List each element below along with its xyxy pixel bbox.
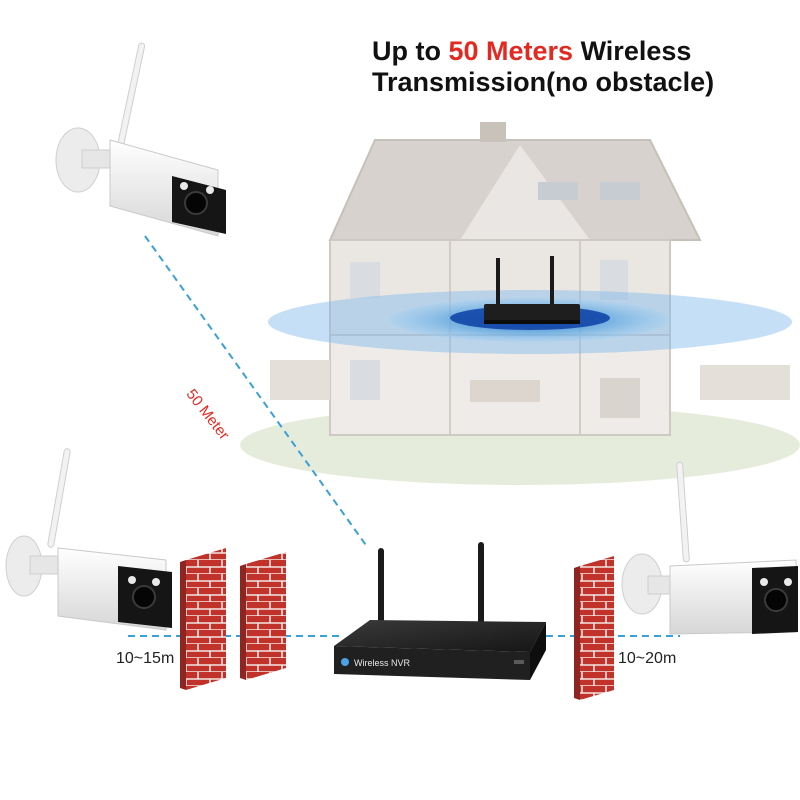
distance-label-left: 10~15m	[116, 650, 175, 667]
camera-right	[621, 461, 798, 635]
house-furniture	[600, 378, 640, 418]
main-nvr: Wireless NVR	[334, 542, 546, 680]
brick-wall-1	[186, 548, 226, 690]
chimney	[480, 122, 506, 142]
camera-left	[5, 448, 172, 631]
house-window	[350, 360, 380, 400]
nvr-logo-icon	[341, 658, 349, 666]
headline-line-1: Up to 50 Meters Wireless	[372, 36, 792, 67]
dashed-line-diagonal	[144, 235, 369, 549]
nvr-label: Wireless NVR	[354, 658, 411, 668]
dormer-window	[600, 182, 640, 200]
brick-wall-2-side	[240, 564, 246, 680]
headline-line-2: Transmission(no obstacle)	[372, 67, 715, 97]
nvr-antenna-left	[378, 548, 384, 632]
distance-label-right: 10~20m	[618, 650, 677, 667]
brick-wall-3-side	[574, 566, 580, 700]
garden-fence	[270, 360, 330, 400]
brick-wall-2	[246, 552, 286, 680]
house-illustration	[240, 122, 800, 485]
headline-suffix: Wireless	[573, 36, 692, 66]
dormer-window	[538, 182, 578, 200]
camera-top-left	[55, 42, 226, 237]
brick-wall-1-side	[180, 560, 186, 690]
house-window	[350, 262, 380, 298]
headline-prefix: Up to	[372, 36, 449, 66]
house-furniture	[470, 380, 540, 402]
house-window	[600, 260, 628, 300]
headline: Up to 50 Meters Wireless Transmission(no…	[372, 36, 792, 98]
brick-walls	[180, 548, 614, 700]
garden-fence	[700, 365, 790, 400]
nvr-indicator	[514, 660, 524, 664]
brick-wall-3	[580, 556, 614, 700]
nvr-antenna-right	[478, 542, 484, 632]
headline-highlight: 50 Meters	[448, 36, 574, 66]
house-gable	[460, 145, 590, 240]
indoor-nvr	[484, 256, 580, 324]
